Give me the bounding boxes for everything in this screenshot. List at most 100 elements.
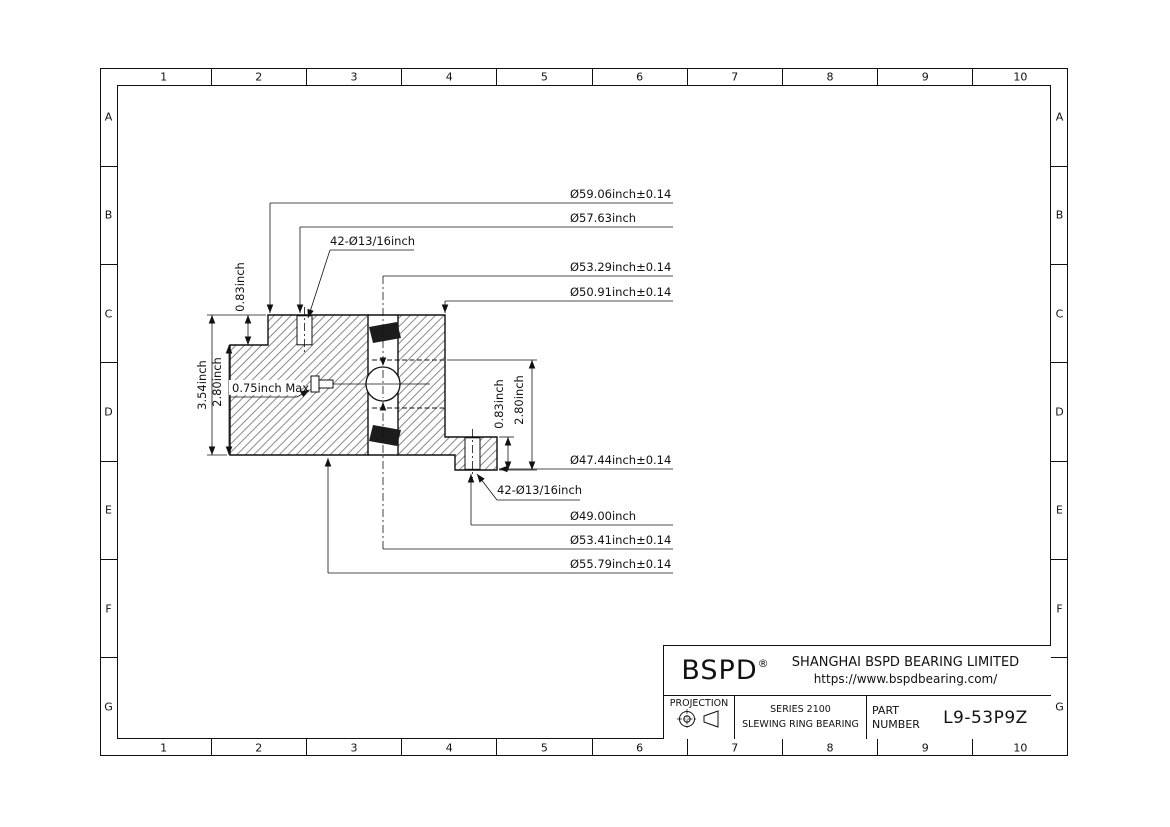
grid-row-label-left: E	[105, 503, 112, 517]
dim-label-height-354: 3.54inch	[195, 360, 209, 410]
grid-column-label-bottom: 1	[160, 741, 168, 754]
grid-tick	[100, 362, 117, 364]
dim-label-4744: Ø47.44inch±0.14	[570, 453, 671, 467]
grid-column-label-top: 4	[445, 70, 453, 83]
dim-5091: Ø50.91inch±0.14	[441, 285, 673, 313]
dim-label-5579: Ø55.79inch±0.14	[570, 557, 671, 571]
grid-tick	[686, 68, 688, 85]
part-number-label-line2: NUMBER	[872, 717, 920, 731]
projection-label: PROJECTION	[669, 698, 729, 709]
title-block: BSPD® SHANGHAI BSPD BEARING LIMITED http…	[663, 645, 1051, 739]
grid-row-label-left: D	[104, 405, 113, 419]
sheet-inner-border	[117, 85, 1051, 739]
grid-column-label-top: 3	[350, 70, 358, 83]
grid-column-label-bottom: 7	[731, 741, 739, 754]
projection-cell: PROJECTION	[664, 696, 735, 739]
product-type: SLEWING RING BEARING	[742, 718, 859, 730]
grid-tick	[972, 739, 974, 756]
grid-row-label-left: B	[104, 208, 113, 222]
grid-column-label-top: 10	[1013, 70, 1028, 83]
top-seal	[369, 322, 401, 343]
title-block-detail-row: PROJECTION SERIES 2100 SLEWING RING BEAR…	[664, 696, 1051, 739]
grid-column-label-top: 5	[540, 70, 548, 83]
dim-bolt-holes-bottom: 42-Ø13/16inch	[476, 473, 582, 501]
dim-5341: Ø53.41inch±0.14	[379, 402, 673, 550]
brand-name: BSPD	[681, 655, 758, 686]
part-number-value: L9-53P9Z	[943, 707, 1028, 728]
grid-row-label-right: A	[1055, 110, 1064, 124]
grid-tick	[100, 558, 117, 560]
grid-tick	[877, 68, 879, 85]
grid-column-label-bottom: 3	[350, 741, 358, 754]
dim-4900: Ø49.00inch	[467, 474, 673, 526]
grid-column-label-top: 6	[636, 70, 644, 83]
dim-height-280-right: 2.80inch	[447, 359, 537, 471]
grid-column-label-bottom: 9	[921, 741, 929, 754]
grid-tick	[496, 68, 498, 85]
grid-tick	[686, 739, 688, 756]
dim-label-5329: Ø53.29inch±0.14	[570, 260, 671, 274]
grid-row-label-right: C	[1055, 307, 1064, 321]
grid-row-label-left: C	[104, 307, 113, 321]
company-website: https://www.bspdbearing.com/	[813, 672, 998, 686]
grid-column-label-bottom: 8	[826, 741, 834, 754]
dim-bolt-holes-top: 42-Ø13/16inch	[307, 234, 415, 319]
title-block-header-row: BSPD® SHANGHAI BSPD BEARING LIMITED http…	[664, 646, 1051, 696]
dim-label-height-280-right: 2.80inch	[512, 375, 526, 425]
grid-row-label-right: G	[1055, 700, 1064, 714]
first-angle-projection-icon	[677, 709, 719, 729]
dim-height-280-left: 2.80inch	[210, 345, 233, 455]
grid-column-label-top: 8	[826, 70, 834, 83]
grid-column-label-bottom: 6	[636, 741, 644, 754]
dim-5329: Ø53.29inch±0.14	[379, 260, 673, 366]
grid-tick	[305, 739, 307, 756]
grid-tick	[210, 739, 212, 756]
grid-tick	[972, 68, 974, 85]
grid-column-label-top: 1	[160, 70, 168, 83]
grid-tick	[100, 460, 117, 462]
grid-column-label-top: 9	[921, 70, 929, 83]
dim-label-od-5906: Ø59.06inch±0.14	[570, 187, 671, 201]
grid-tick	[1051, 165, 1068, 167]
grid-row-label-right: F	[1056, 602, 1063, 616]
grid-column-label-bottom: 2	[255, 741, 263, 754]
dim-od-5906: Ø59.06inch±0.14	[266, 187, 673, 313]
part-number-label-line1: PART	[872, 703, 900, 717]
dim-label-height-083-right: 0.83inch	[492, 379, 506, 429]
grid-tick	[781, 739, 783, 756]
series-cell: SERIES 2100 SLEWING RING BEARING	[735, 696, 867, 739]
company-name: SHANGHAI BSPD BEARING LIMITED	[791, 655, 1020, 670]
grid-tick	[781, 68, 783, 85]
grid-row-label-left: A	[104, 110, 113, 124]
grid-tick	[401, 68, 403, 85]
grid-column-label-top: 2	[255, 70, 263, 83]
grid-row-label-left: G	[104, 700, 113, 714]
dim-label-5763: Ø57.63inch	[570, 211, 636, 225]
grid-tick	[1051, 264, 1068, 266]
grid-tick	[877, 739, 879, 756]
dim-label-bolt-holes-bottom: 42-Ø13/16inch	[497, 483, 582, 497]
dimensions: Ø59.06inch±0.14 Ø57.63inch 42-Ø13/16inch…	[195, 187, 673, 574]
grid-row-label-right: E	[1056, 503, 1063, 517]
dim-label-bolt-holes-top: 42-Ø13/16inch	[330, 234, 415, 248]
dim-4744: Ø47.44inch±0.14	[499, 453, 673, 473]
dim-label-height-280-left: 2.80inch	[210, 357, 224, 407]
part-number-label: PART NUMBER	[867, 704, 920, 732]
dim-label-4900: Ø49.00inch	[570, 509, 636, 523]
grid-column-label-bottom: 10	[1013, 741, 1028, 754]
bottom-seal	[369, 425, 401, 446]
grid-tick	[100, 264, 117, 266]
company-info: SHANGHAI BSPD BEARING LIMITED https://ww…	[786, 655, 1051, 686]
grid-tick	[210, 68, 212, 85]
grid-tick	[401, 739, 403, 756]
series-name: SERIES 2100	[770, 704, 831, 716]
part-number-cell: PART NUMBER L9-53P9Z	[867, 696, 1051, 739]
dim-grease-fitting: 0.75inch Max	[229, 380, 309, 398]
grid-tick	[100, 657, 117, 659]
brand-logo: BSPD®	[664, 655, 786, 686]
grid-column-label-bottom: 4	[445, 741, 453, 754]
grid-row-label-right: B	[1055, 208, 1064, 222]
dim-height-083-right: 0.83inch	[492, 379, 514, 470]
